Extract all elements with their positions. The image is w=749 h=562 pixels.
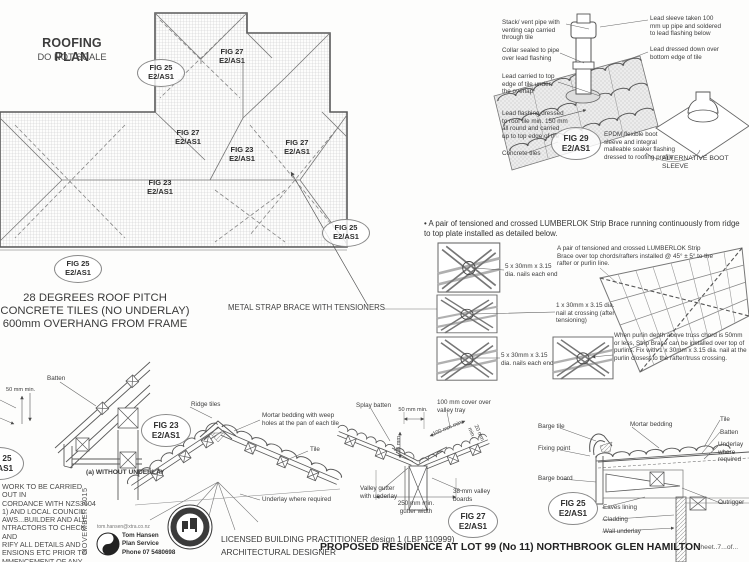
label-nails-bottom: 5 x 30mm x 3.15 dia. nails each end bbox=[501, 352, 554, 367]
note-line: 1) AND LOCAL COUNCIL bbox=[2, 506, 85, 516]
label-lead-flashing: Lead flashing dressed to roof tile min. … bbox=[502, 110, 568, 140]
label-valley-gutter: Valley gutter with underlay bbox=[360, 485, 398, 500]
label-epdm-boot: EPDM flexible boot sleeve and integral m… bbox=[604, 131, 676, 161]
label-nail-crossing: 1 x 30mm x 3.15 dia. nail at crossing (a… bbox=[556, 302, 615, 325]
label-barge-underlay: Underlay where required bbox=[718, 441, 744, 464]
label-ridge-tile: Tile bbox=[310, 446, 320, 453]
label-collar: Collar sealed to pipe over lead flashing bbox=[502, 47, 560, 62]
barge-detail-drawing bbox=[559, 419, 749, 562]
label-wall-underlay: Wall underlay bbox=[603, 528, 641, 535]
label-valley-dim50: 50 mm min. bbox=[398, 407, 428, 413]
note-line: NTRACTORS TO CHECK AND bbox=[2, 523, 86, 541]
label-purlin-note: When purlin depth above truss chord is 5… bbox=[614, 332, 747, 362]
label-concrete-tiles: Concrete tiles bbox=[502, 150, 541, 157]
label-nails-top: 5 x 30mm x 3.15 dia. nails each end bbox=[505, 263, 558, 278]
hansen-stamp-text: Tom Hansen Plan Service Phone 07 5480698 bbox=[122, 532, 175, 557]
note-line: AWS...BUILDER AND ALL bbox=[2, 515, 87, 525]
project-title: PROPOSED RESIDENCE AT LOT 99 (No 11) NOR… bbox=[320, 542, 701, 553]
eaves-detail-drawing bbox=[0, 361, 151, 500]
label-ridge-tiles: Ridge tiles bbox=[191, 401, 221, 408]
plan-caption-pitch: 28 DEGREES ROOF PITCH bbox=[23, 292, 167, 304]
label-valley-dim30: 30 mm bbox=[396, 435, 402, 453]
label-stack-pipe: Stack/ vent pipe with venting cap carrie… bbox=[502, 19, 560, 42]
plan-title: ROOFING PLAN bbox=[42, 36, 102, 64]
label-valley-boards: 38 mm valley boards bbox=[453, 488, 491, 503]
strap-brace-details-drawing bbox=[435, 241, 749, 382]
label-eaves-dim50: 50 mm min. bbox=[6, 387, 36, 393]
label-lead-carried: Lead carried to top edge of tile under t… bbox=[502, 73, 555, 96]
ridge-detail-drawing bbox=[125, 406, 344, 532]
plan-caption-overhang: 600mm OVERHANG FROM FRAME bbox=[2, 318, 188, 331]
label-fixing-point: Fixing point bbox=[538, 445, 571, 452]
label-splay-batten: Splay batten bbox=[356, 402, 392, 409]
valley-detail-drawing bbox=[337, 406, 490, 511]
note-line: MMENCEMENT OF ANY WORK bbox=[2, 556, 83, 562]
alt-boot-caption: ALTERNATIVE BOOT SLEEVE bbox=[662, 155, 729, 171]
strap-brace-note: METAL STRAP BRACE WITH TENSIONERS bbox=[228, 303, 385, 312]
plan-caption-tiles: CONCRETE TILES (NO UNDERLAY) bbox=[0, 305, 190, 318]
lbp-line: LICENSED BUILDING PRACTITIONER design 1 … bbox=[221, 534, 455, 544]
lbp-stamp-icon bbox=[167, 504, 213, 550]
label-cladding: Cladding bbox=[603, 516, 628, 523]
stamp-name: Tom Hansen bbox=[122, 532, 159, 539]
label-barge-batten: Batten bbox=[720, 429, 739, 436]
roof-plan-drawing bbox=[0, 12, 437, 310]
general-notes: WORK TO BE CARRIED OUT IN CORDANCE WITH … bbox=[2, 482, 98, 562]
plan-subtitle: DO NOT SCALE bbox=[37, 52, 107, 62]
stamp-service: Plan Service bbox=[122, 540, 159, 548]
eaves-detail-caption: (a) WITHOUT UNDERLAY bbox=[86, 469, 165, 476]
lumberlok-bullet-note: • A pair of tensioned and crossed LUMBER… bbox=[424, 219, 740, 238]
yin-yang-icon bbox=[96, 532, 120, 556]
vent-pipe-detail-drawing bbox=[493, 13, 749, 171]
label-ridge-underlay: Underlay where required bbox=[262, 496, 331, 503]
sheet-number: sheet..7...of... bbox=[697, 544, 739, 551]
label-valley-cover: 100 mm cover over valley tray bbox=[437, 399, 491, 414]
label-barge-tile2: Tile bbox=[720, 416, 730, 423]
designer-line: ARCHITECTURAL DESIGNER bbox=[221, 547, 336, 557]
label-eaves-batten: Batten bbox=[47, 375, 66, 382]
label-barge-tile: Barge tile bbox=[538, 423, 565, 430]
date-stamp: NOVEMBER 2015 bbox=[80, 487, 89, 554]
label-brace-overview: A pair of tensioned and crossed LUMBERLO… bbox=[557, 245, 713, 268]
plan-caption: 28 DEGREES ROOF PITCH CONCRETE TILES (NO… bbox=[0, 292, 190, 332]
stamp-email: tom.hansen@xtra.co.nz bbox=[97, 524, 150, 530]
label-outrigger: Outrigger bbox=[718, 499, 745, 506]
note-line: CORDANCE WITH NZS3604 bbox=[2, 498, 96, 508]
label-eaves-lining: Eaves lining bbox=[603, 504, 637, 511]
label-lead-dressed: Lead dressed down over bottom edge of ti… bbox=[650, 46, 719, 61]
label-lead-sleeve: Lead sleeve taken 100 mm up pipe and sol… bbox=[650, 15, 722, 38]
label-barge-mortar: Mortar bedding bbox=[630, 421, 673, 428]
label-barge-board: Barge board bbox=[538, 475, 573, 482]
label-ridge-mortar: Mortar bedding with weep holes at the pa… bbox=[262, 412, 340, 427]
note-line: ENSIONS ETC PRIOR TO bbox=[2, 548, 88, 558]
stamp-phone: Phone 07 5480698 bbox=[122, 548, 176, 556]
note-line: WORK TO BE CARRIED OUT IN bbox=[2, 482, 83, 500]
note-line: RIFY ALL DETAILS AND bbox=[2, 539, 81, 549]
label-gutter-width: 250 mm min. gutter width bbox=[397, 500, 435, 515]
